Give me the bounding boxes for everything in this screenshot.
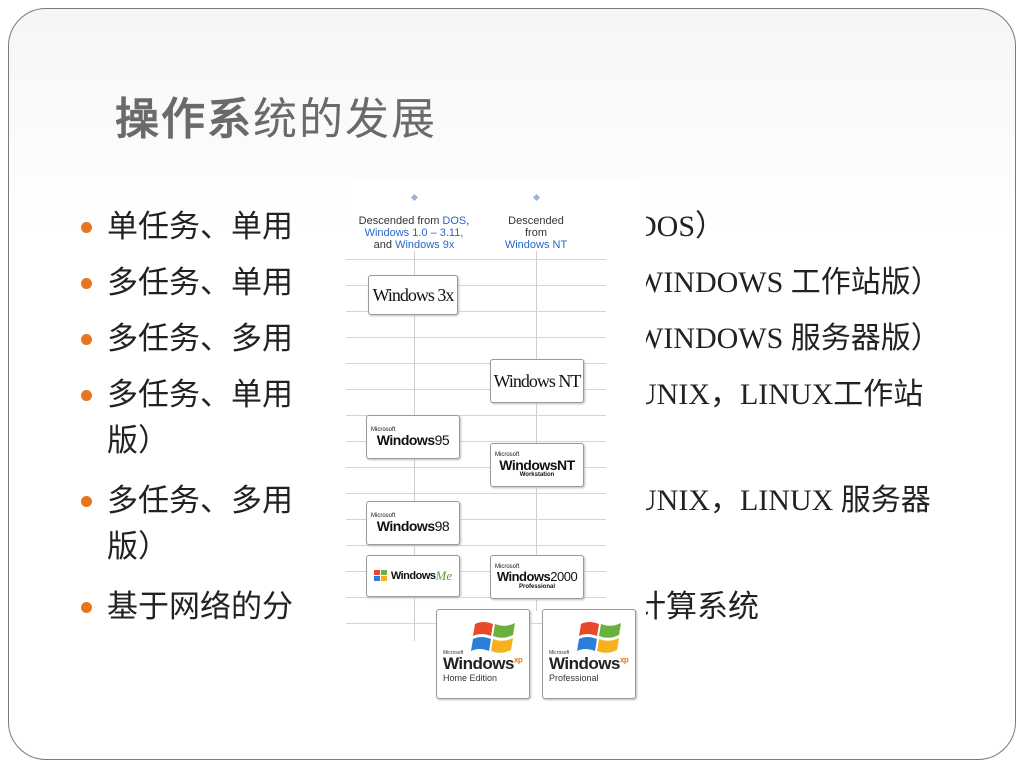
bullet-dot [81,602,92,613]
bullet-dot [81,278,92,289]
bullet-text-left: 多任务、单用 [107,265,293,301]
diamond-icon [410,193,419,202]
windows-nt-box: Windows NT [490,359,584,403]
windows-me-box: Windows Me [366,555,460,597]
bullet-text-left: 多任务、多用 [107,483,293,519]
bullet-text-right: WINDOWS 服务器版） [635,322,941,355]
windows-2000-box: Microsoft Windows2000 Professional [490,555,584,599]
bullet-text-right: WINDOWS 工作站版） [635,266,941,299]
windows-xp-home-box: Microsoft Windowsxp Home Edition [436,609,530,699]
left-column-header: Descended from DOS, Windows 1.0 – 3.11, … [358,215,470,251]
windows-98-box: Microsoft Windows98 [366,501,460,545]
windows-3x-box: Windows 3x [368,275,458,315]
windows-nt-workstation-box: Microsoft WindowsNT Workstation [490,443,584,487]
diamond-icon [532,193,541,202]
bullet-text-left: 单任务、单用 [107,209,293,245]
bullet-text-wrap: 版） [107,423,169,459]
bullet-text-right: UNIX，LINUX 服务器 [635,484,931,517]
windows-xp-professional-box: Microsoft Windowsxp Professional [542,609,636,699]
windows-family-tree-image: Descended from DOS, Windows 1.0 – 3.11, … [346,179,646,699]
slide: 操作系统的发展 单任务、单用 DOS） 多任务、单用 WINDOWS 工作站版）… [8,8,1016,760]
slide-title: 操作系统的发展 [115,94,437,145]
windows-xp-flag-icon [471,622,515,653]
bullet-text-left: 多任务、单用 [107,377,293,413]
right-column-header: Descended from Windows NT [504,215,568,251]
bullet-dot [81,390,92,401]
windows-flag-icon [373,570,387,581]
bullet-dot [81,334,92,345]
bullet-text-wrap: 版） [107,529,169,565]
bullet-text-right: UNIX，LINUX工作站 [635,378,924,411]
bullet-text-right: DOS） [635,210,726,243]
bullet-text-right: 计算系统 [635,589,759,625]
bullet-dot [81,222,92,233]
windows-xp-flag-icon [577,622,621,653]
bullet-dot [81,496,92,507]
bullet-text-left: 多任务、多用 [107,321,293,357]
bullet-text-left: 基于网络的分 [107,589,293,625]
windows-95-box: Microsoft Windows95 [366,415,460,459]
